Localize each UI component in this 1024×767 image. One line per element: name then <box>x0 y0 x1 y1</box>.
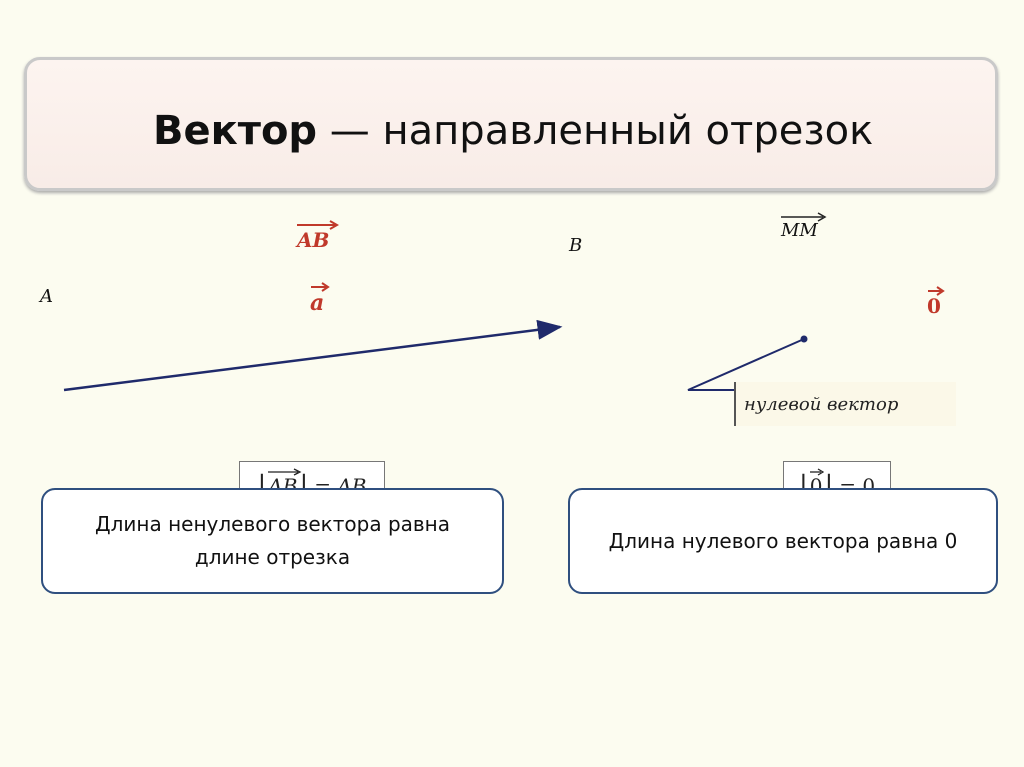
title-bold: Вектор <box>153 108 318 154</box>
title-rest: — направленный отрезок <box>317 108 874 154</box>
definition-nonzero-line2: длине отрезка <box>194 545 351 569</box>
vector-arrow-icon <box>781 212 827 222</box>
definition-nonzero-box: Длина ненулевого вектора равна длине отр… <box>41 488 504 594</box>
vector-ab-arrow <box>63 319 563 392</box>
vector-mm-label: MM <box>781 212 827 240</box>
vector-arrow-icon <box>268 468 302 476</box>
point-b-label: B <box>569 235 583 256</box>
zero-vector-point <box>800 335 808 343</box>
vector-arrow-icon <box>928 286 945 296</box>
vector-arrow-icon <box>297 220 339 230</box>
zero-vector-pointer <box>687 338 805 391</box>
point-a-label: A <box>40 286 53 307</box>
definition-nonzero-line1: Длина ненулевого вектора равна <box>94 512 451 536</box>
zero-vector-label: 0 <box>927 286 945 316</box>
page-title: Вектор — направленный отрезок <box>153 108 873 154</box>
zero-vector-callout: нулевой вектор <box>734 382 956 426</box>
vector-ab-label: AB <box>297 220 339 250</box>
vector-a-label: a <box>310 282 330 314</box>
vector-arrow-icon <box>809 468 824 476</box>
zero-vector-note: нулевой вектор <box>744 393 899 415</box>
title-box: Вектор — направленный отрезок <box>24 57 998 191</box>
definition-zero-text: Длина нулевого вектора равна 0 <box>608 528 958 553</box>
definition-zero-box: Длина нулевого вектора равна 0 <box>568 488 998 594</box>
vector-arrow-icon <box>311 282 330 292</box>
